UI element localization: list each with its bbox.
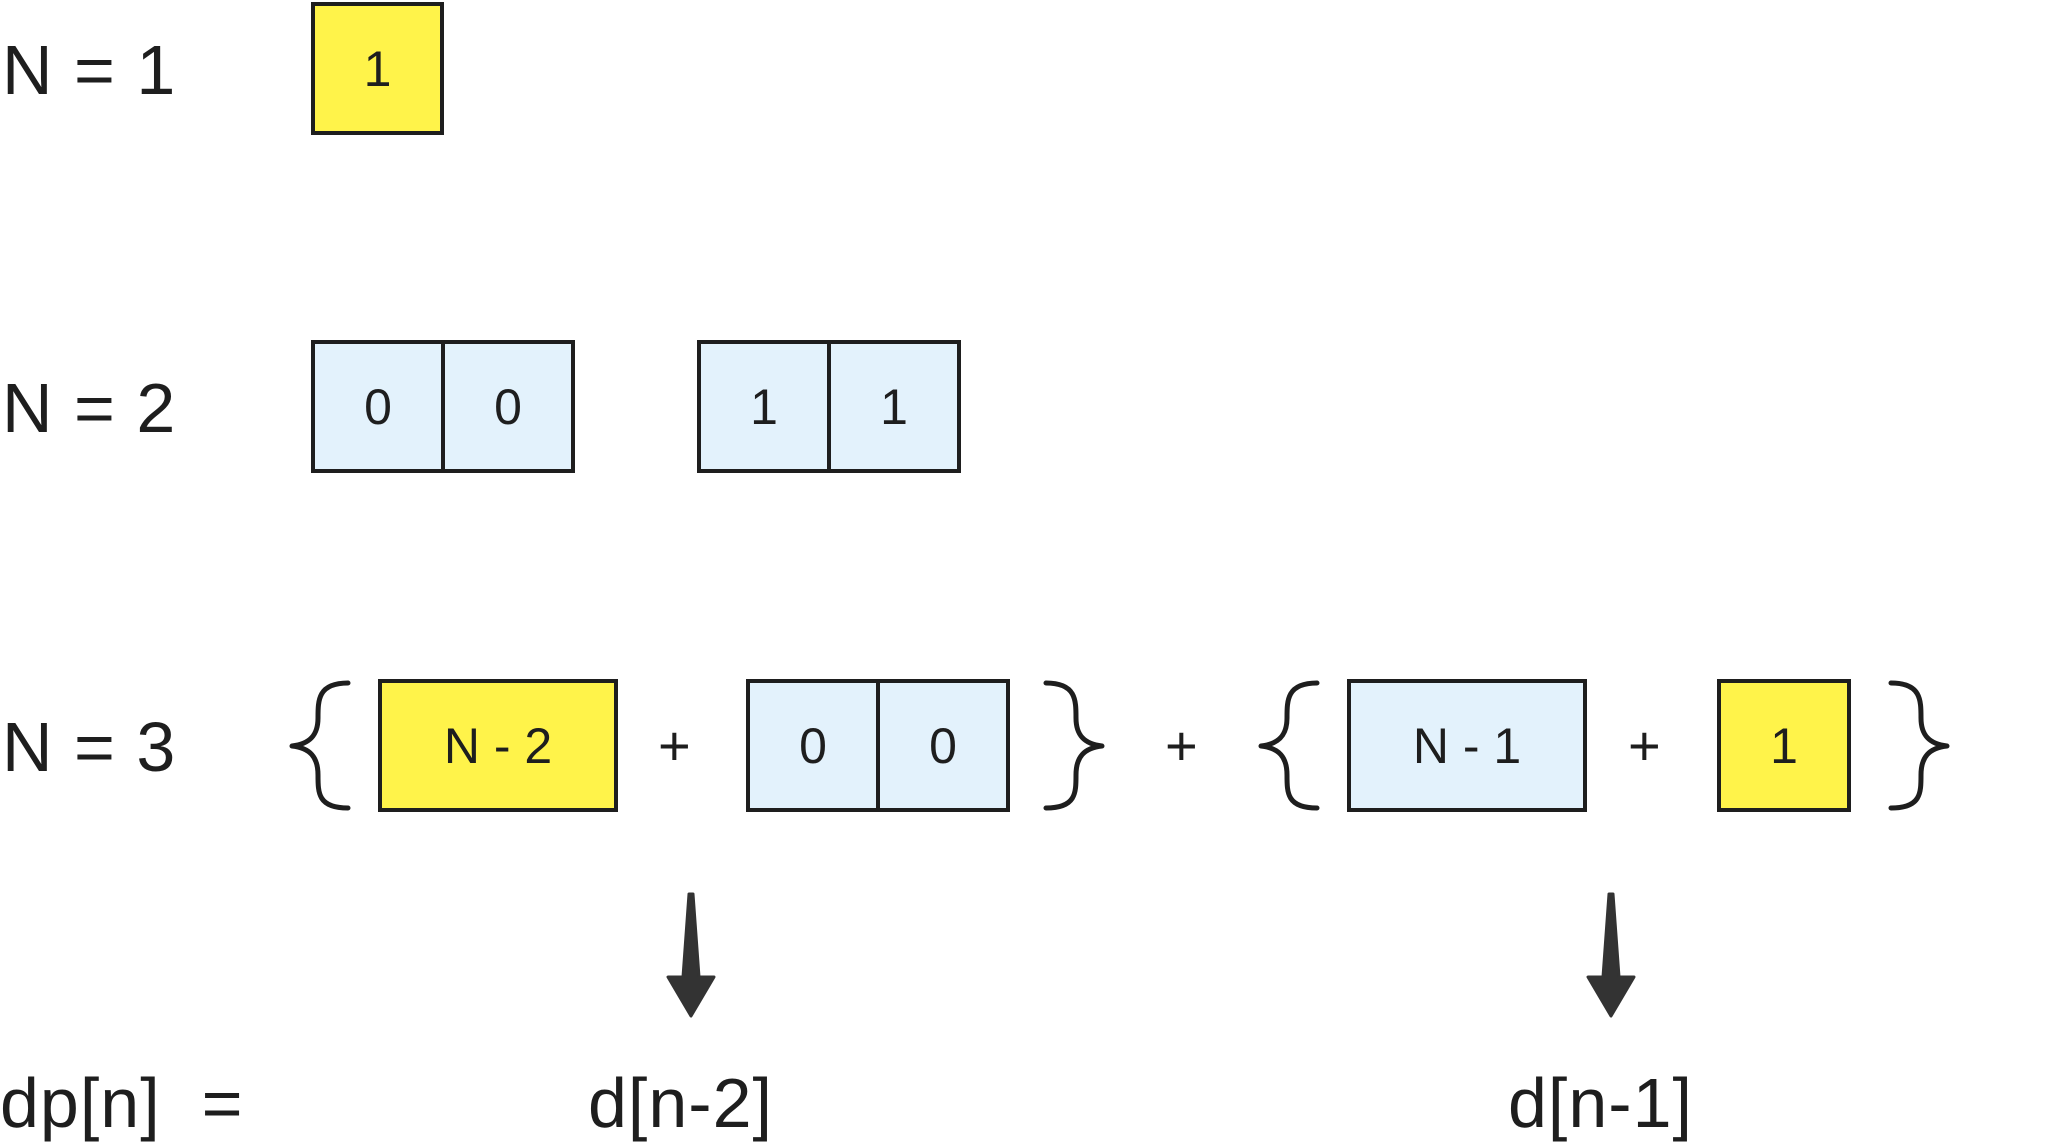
formula-term-right: d[n-1] [1508,1064,1693,1142]
row-label-n3: N = 3 [2,708,177,786]
tile-n-minus-1: N - 1 [1347,679,1587,812]
plus-sign-between-groups: + [1165,714,1198,777]
right-brace-icon-2 [1888,680,1950,811]
plus-sign-right-group: + [1628,714,1661,777]
right-brace-icon [1043,680,1105,811]
tile-n2-a1: 0 [311,340,445,473]
left-brace-icon [289,680,351,811]
tile-n1-single: 1 [311,2,444,135]
row-label-n1: N = 1 [2,31,177,109]
tile-n3-one: 1 [1717,679,1851,812]
plus-sign-left-group: + [658,714,691,777]
arrow-down-icon-right [1586,892,1636,1018]
tile-n2-b1: 1 [697,340,831,473]
left-brace-icon-2 [1258,680,1320,811]
row-label-n2: N = 2 [2,369,177,447]
tile-n-minus-2: N - 2 [378,679,618,812]
arrow-down-icon-left [666,892,716,1018]
formula-term-left: d[n-2] [588,1064,773,1142]
tile-n2-a2: 0 [441,340,575,473]
formula-lhs: dp[n] = [0,1064,244,1142]
tile-n3-zero-2: 0 [876,679,1010,812]
tile-n2-b2: 1 [827,340,961,473]
tile-n3-zero-1: 0 [746,679,880,812]
